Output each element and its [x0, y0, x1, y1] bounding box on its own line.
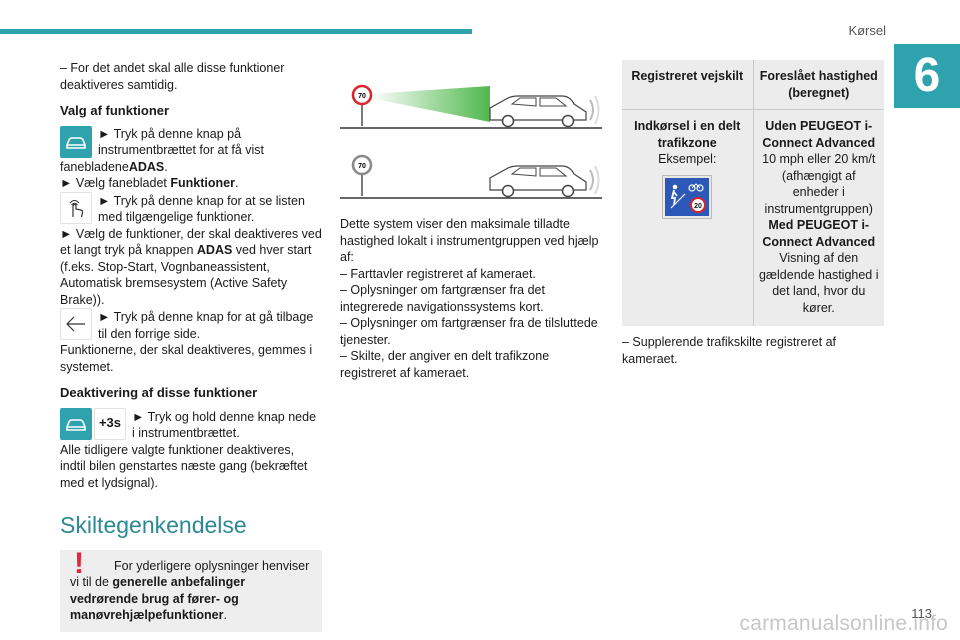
- list-item: – Oplysninger om fartgrænser fra de tils…: [340, 316, 598, 347]
- intro-text: – For det andet skal alle disse funktion…: [60, 61, 285, 92]
- page-number: 113: [911, 606, 932, 621]
- watermark: carmanualsonline.info: [739, 612, 948, 635]
- with-connect-text: Visning af den gældende hastighed i det …: [758, 251, 879, 315]
- heading-select-functions: Valg af funktioner: [60, 103, 170, 118]
- note-link: generelle anbefalinger vedrørende brug a…: [70, 575, 246, 622]
- car-adas-icon[interactable]: [60, 407, 92, 440]
- table-row: Indkørsel i en delt trafikzone Eksempel:…: [622, 109, 884, 326]
- speed-sign-2: 70: [358, 163, 366, 170]
- car-adas-icon[interactable]: [60, 125, 92, 158]
- with-connect-heading: Med PEUGEOT i-Connect Advanced: [762, 218, 876, 249]
- section-title: Skiltegenkendelse: [60, 512, 247, 538]
- step1-text: ► Tryk på denne knap på instrumentbrætte…: [60, 126, 265, 174]
- shared-zone-sign-icon: 20: [662, 174, 713, 219]
- warning-icon: !: [74, 546, 84, 580]
- column-middle: 70 70 Dette system viser den maksimal: [340, 60, 605, 381]
- adas-label: ADAS: [128, 159, 165, 174]
- shared-zone-title: Indkørsel i en delt trafikzone: [634, 119, 741, 150]
- chapter-number: 6: [894, 44, 960, 108]
- step-hold-button: +3s ► Tryk og hold denne knap nede i ins…: [60, 407, 322, 442]
- step-back-button: ► Tryk på denne knap for at gå tilbage t…: [60, 308, 322, 342]
- deactivation-text: Alle tidligere valgte funktioner deaktiv…: [60, 442, 308, 490]
- saved-text: Funktionerne, der skal deaktiveres, gemm…: [60, 343, 313, 374]
- step-select-tab: ► Vælg fanebladet Funktioner.: [60, 176, 239, 190]
- note-text: For yderligere oplysninger henviser vi t…: [70, 558, 310, 590]
- supplementary-signs-text: – Supplerende trafikskilte registreret a…: [622, 335, 836, 366]
- sign-table: Registreret vejskilt Foreslået hastighed…: [622, 60, 884, 326]
- hand-touch-icon[interactable]: [60, 191, 92, 224]
- without-connect-text: 10 mph eller 20 km/t (afhængigt af enhed…: [762, 152, 876, 216]
- header-accent-bar: [0, 29, 472, 34]
- heading-deactivation: Deaktivering af disse funktioner: [60, 385, 258, 400]
- section-name: Kørsel: [848, 23, 886, 38]
- illustration-sign-display: 70: [340, 152, 602, 200]
- step-list-button: ► Tryk på denne knap for at se listen me…: [60, 191, 322, 226]
- without-connect-heading: Uden PEUGEOT i-Connect Advanced: [762, 119, 876, 150]
- step-deactivate-text: ► Vælg de funktioner, der skal deaktiver…: [60, 226, 322, 307]
- table-header-sign: Registreret vejskilt: [622, 60, 753, 110]
- hold-3s-icon: +3s: [94, 407, 126, 440]
- column-right: Registreret vejskilt Foreslået hastighed…: [622, 60, 884, 367]
- functions-tab-label: Funktioner: [170, 176, 235, 190]
- system-description: Dette system viser den maksimale tilladt…: [340, 217, 599, 264]
- column-left: – For det andet skal alle disse funktion…: [60, 60, 322, 632]
- step6-text: ► Tryk og hold denne knap nede i instrum…: [132, 409, 317, 441]
- step-adas-button: ► Tryk på denne knap på instrumentbrætte…: [60, 125, 265, 174]
- list-item: – Skilte, der angiver en delt trafikzone…: [340, 349, 550, 380]
- warning-note: ! For yderligere oplysninger henviser vi…: [60, 546, 322, 632]
- list-item: – Farttavler registreret af kameraet.: [340, 266, 536, 281]
- back-arrow-icon[interactable]: [60, 308, 92, 340]
- list-item: – Oplysninger om fartgrænser fra det int…: [340, 283, 545, 314]
- speed-sign-1: 70: [358, 93, 366, 100]
- step3-text: ► Tryk på denne knap for at se listen me…: [98, 193, 305, 225]
- illustration-sign-detected: 70: [340, 82, 602, 130]
- step5-text: ► Tryk på denne knap for at gå tilbage t…: [98, 310, 314, 341]
- table-header-speed: Foreslået hastighed (beregnet): [752, 60, 884, 110]
- example-label: Eksempel:: [658, 152, 717, 166]
- shared-zone-speed: 20: [694, 203, 702, 210]
